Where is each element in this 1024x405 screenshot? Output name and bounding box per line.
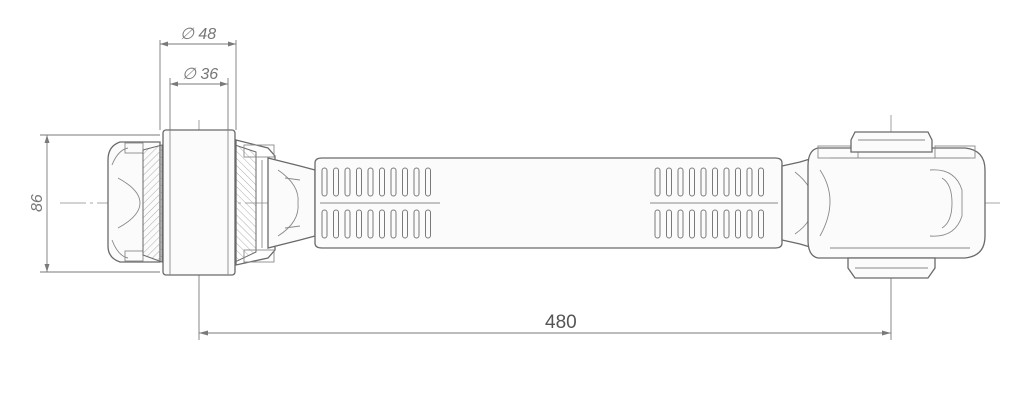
inner-diameter-label: ∅ 36: [182, 66, 218, 83]
rib-groove: [654, 209, 661, 239]
rib-groove: [677, 167, 684, 197]
rib-groove: [379, 209, 385, 239]
right-joint-top-cap: [850, 131, 933, 153]
left-ribs: [321, 167, 431, 239]
rib-groove: [390, 167, 397, 197]
height-dimension: 86: [29, 134, 160, 273]
rib-groove: [413, 209, 420, 239]
left-end-housing: [107, 139, 276, 266]
rib-groove: [413, 167, 420, 197]
rib-groove: [758, 167, 764, 197]
rib-groove: [712, 209, 718, 239]
right-ribs: [654, 167, 764, 239]
length-dimension: 480: [198, 270, 892, 340]
rib-groove: [379, 167, 385, 197]
inner-diameter-dimension: ∅ 36: [169, 66, 229, 130]
height-label: 86: [29, 194, 46, 212]
rib-groove: [321, 209, 328, 239]
rib-groove: [746, 209, 753, 239]
rib-groove: [689, 209, 695, 239]
rib-groove: [700, 209, 707, 239]
rib-groove: [689, 167, 695, 197]
rib-groove: [402, 167, 408, 197]
rib-groove: [333, 209, 339, 239]
rib-groove: [723, 209, 730, 239]
length-label: 480: [545, 312, 577, 333]
rib-groove: [758, 209, 764, 239]
rib-groove: [425, 167, 431, 197]
left-neck: [267, 157, 316, 249]
outer-diameter-dimension: ∅ 48: [159, 26, 237, 130]
rib-groove: [321, 167, 328, 197]
rib-groove: [654, 167, 661, 197]
rib-groove: [344, 167, 351, 197]
rib-groove: [677, 209, 684, 239]
rib-groove: [746, 167, 753, 197]
rib-groove: [666, 167, 672, 197]
rib-groove: [402, 209, 408, 239]
right-joint-bottom-cap: [847, 257, 936, 279]
rib-groove: [344, 209, 351, 239]
rib-groove: [723, 167, 730, 197]
rib-groove: [333, 167, 339, 197]
rib-groove: [735, 209, 741, 239]
rib-groove: [367, 167, 374, 197]
rib-groove: [390, 209, 397, 239]
rib-groove: [367, 209, 374, 239]
rib-groove: [356, 209, 362, 239]
rib-groove: [735, 167, 741, 197]
left-bushing-sleeve: [162, 129, 236, 276]
rib-groove: [425, 209, 431, 239]
outer-diameter-label: ∅ 48: [180, 26, 216, 43]
main-tube: [314, 157, 783, 249]
rib-groove: [356, 167, 362, 197]
right-end-housing: [807, 145, 986, 259]
rib-groove: [700, 167, 707, 197]
rib-groove: [712, 167, 718, 197]
rib-groove: [666, 209, 672, 239]
